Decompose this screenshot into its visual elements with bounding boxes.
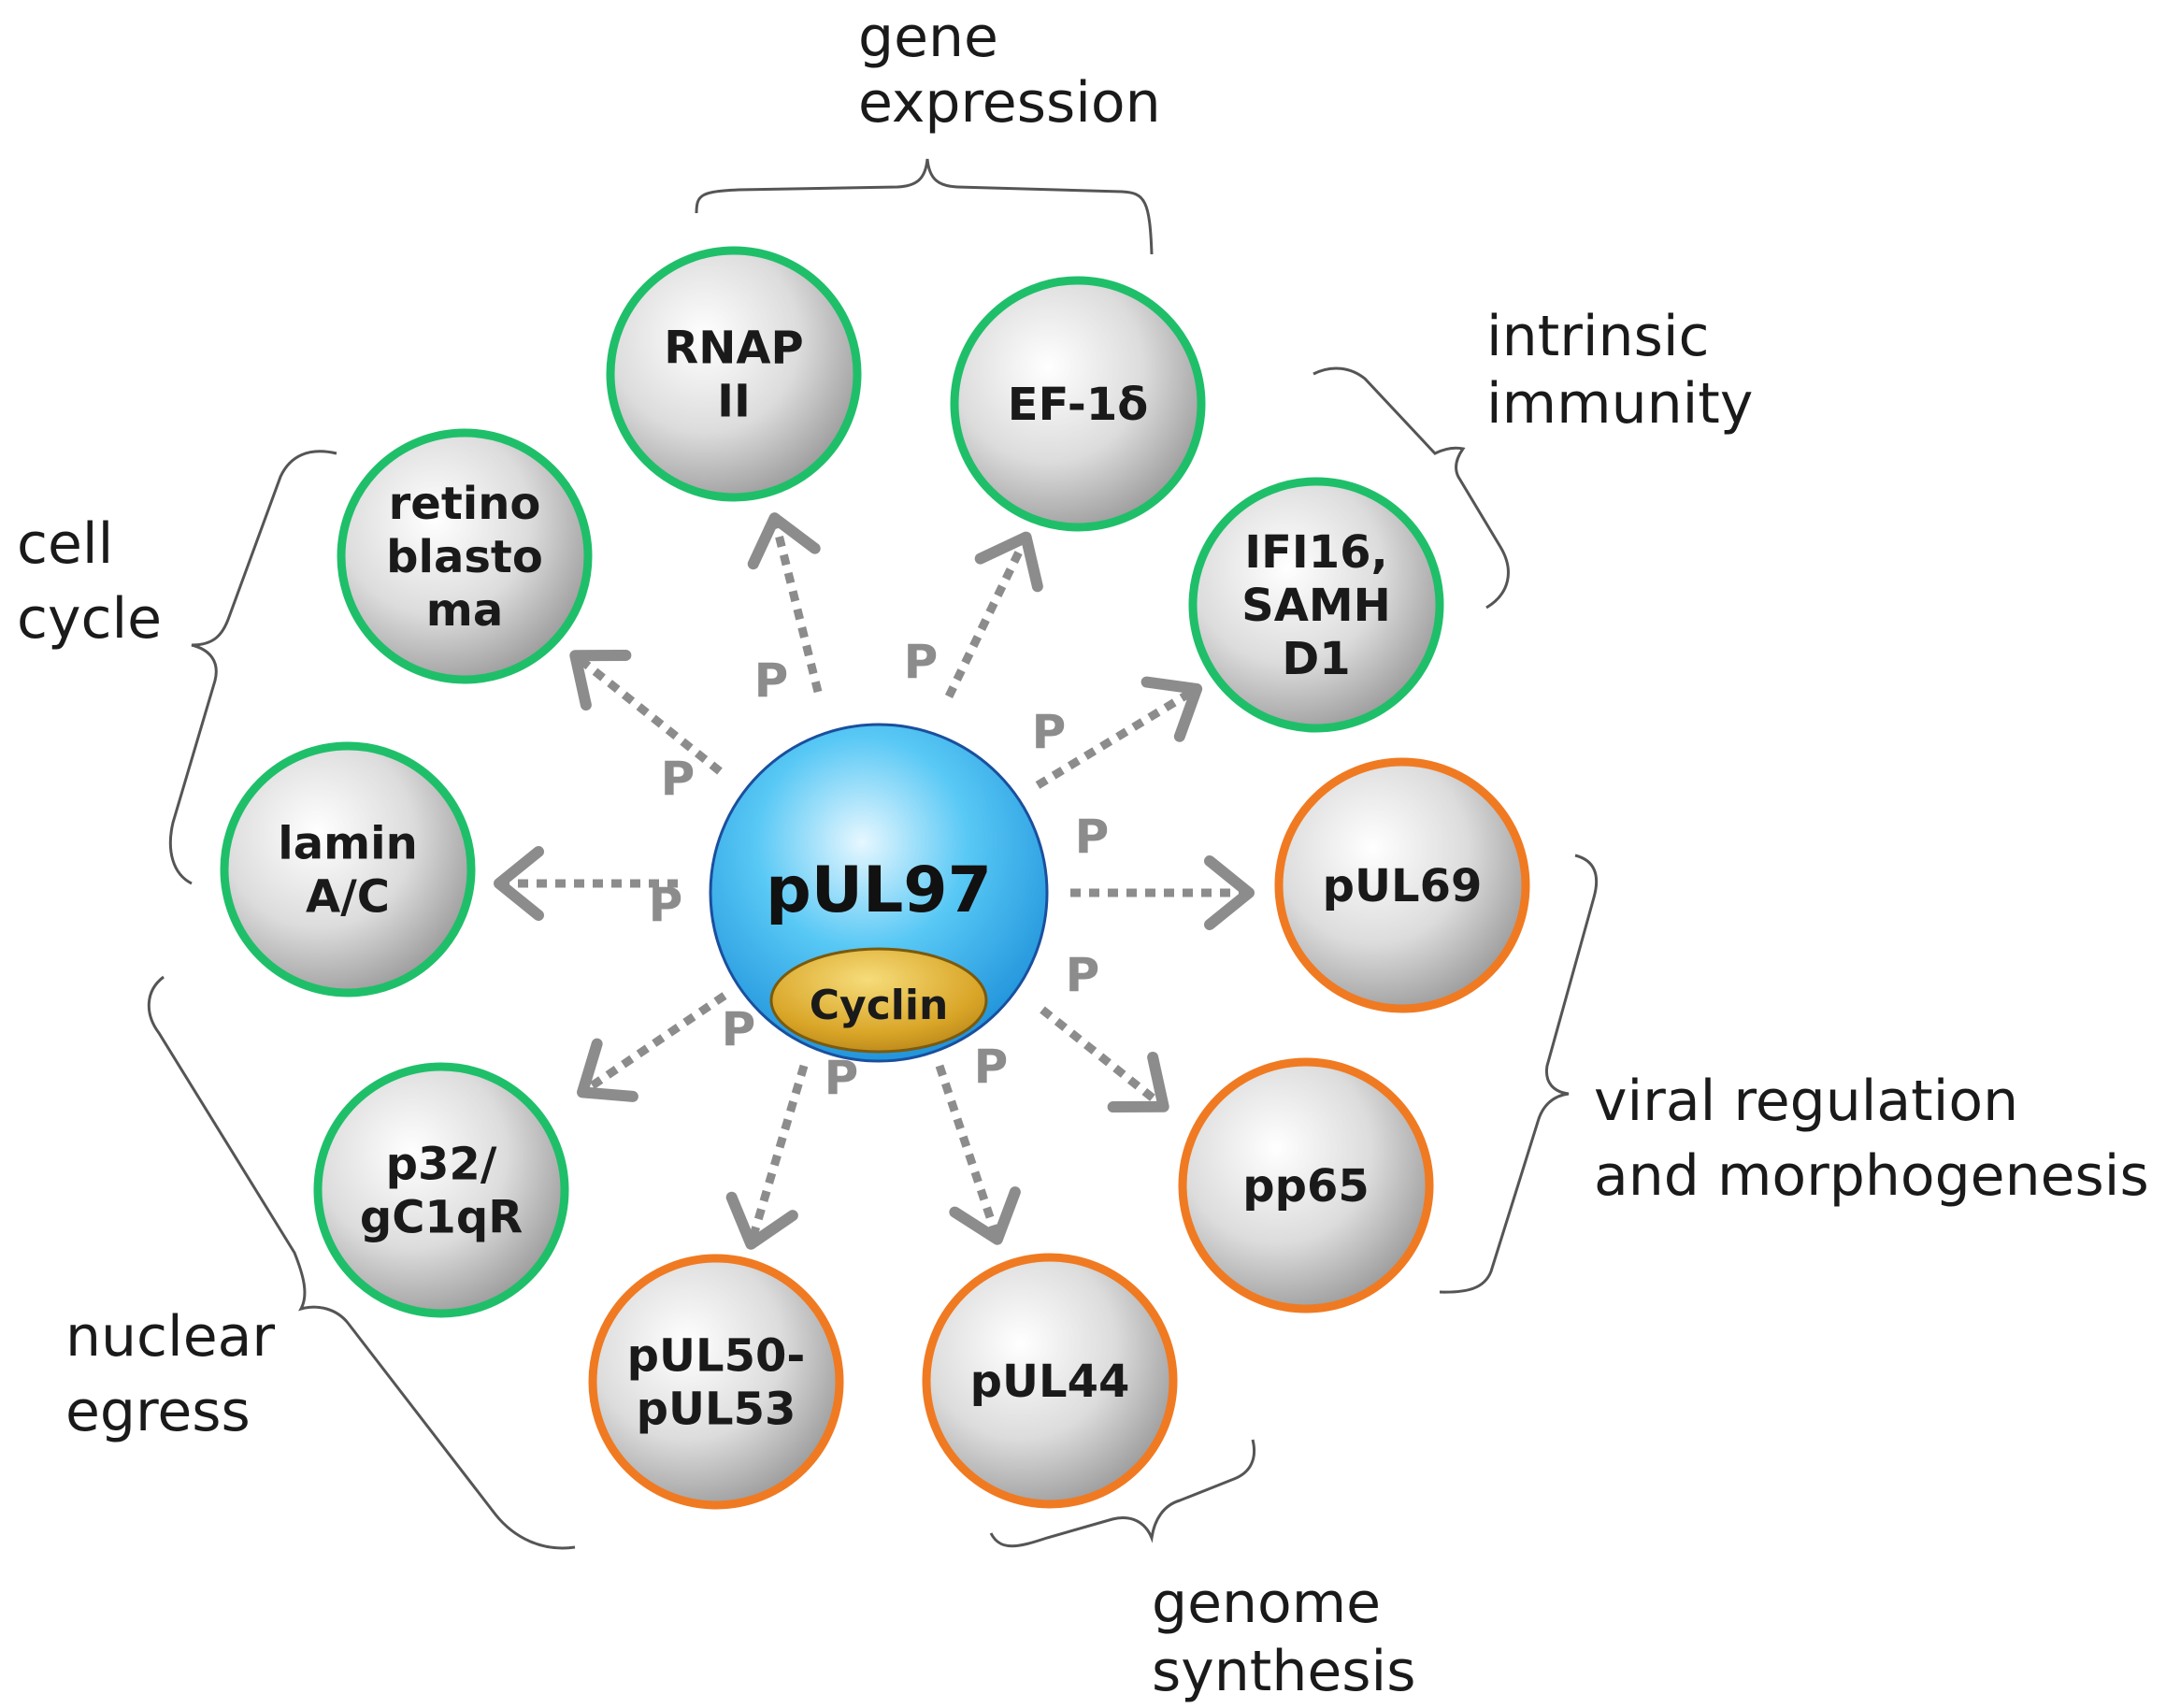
brace-viral-regulation — [1439, 854, 1599, 1294]
substrate-node-pul44: pUL44 — [922, 1253, 1178, 1509]
group-label-cell-cycle: cell cycle — [17, 511, 162, 652]
phospho-label-pp65: P — [1066, 948, 1100, 1002]
substrate-node-pul69: pUL69 — [1274, 757, 1530, 1013]
substrate-label-p32-gc1qr: p32/gC1qR — [360, 1139, 523, 1244]
arrow-head-lamina-c — [494, 846, 544, 921]
group-labels: gene expression intrinsic immunity viral… — [17, 5, 2149, 1704]
phospho-label-ifi16-samhd1: P — [1032, 705, 1067, 759]
substrate-label-pul50-pul53: pUL50-pUL53 — [627, 1330, 806, 1436]
brace-intrinsic-immunity — [1313, 366, 1510, 610]
group-label-nuclear-egress: nuclear egress — [65, 1304, 293, 1444]
phospho-label-retinoblastoma: P — [661, 752, 696, 806]
substrate-circle-pul69 — [1274, 757, 1530, 1013]
group-label-genome-synthesis: genome synthesis — [1152, 1571, 1415, 1704]
phospho-label-rnapii: P — [754, 653, 789, 708]
arrow-head-retinoblastoma — [569, 649, 632, 711]
brace-nuclear-egress — [147, 975, 576, 1550]
arrow-shaft-ef-1- — [944, 540, 1028, 698]
brace-genome-synthesis — [989, 1439, 1256, 1548]
phospho-label-pul69: P — [1075, 810, 1110, 864]
phosphorylation-arrows — [494, 512, 1255, 1250]
substrate-node-p32-gc1qr: p32/gC1qR — [313, 1062, 569, 1318]
arrow-head-ifi16-samhd1 — [1140, 676, 1203, 742]
brace-gene-expression — [695, 158, 1154, 255]
arrow-head-pul69 — [1204, 855, 1255, 930]
phospho-label-lamina-c: P — [649, 878, 683, 932]
phospho-label-pul44: P — [974, 1040, 1009, 1094]
arrow-shaft-ifi16-samhd1 — [1035, 688, 1195, 789]
group-label-viral-regulation: viral regulation and morphogenesis — [1594, 1069, 2149, 1209]
arrow-head-p32-gc1qr — [577, 1038, 638, 1102]
substrate-label-pul69: pUL69 — [1323, 860, 1483, 912]
substrate-circle-pul44 — [922, 1253, 1178, 1509]
arrow-head-ef-1- — [974, 531, 1043, 593]
arrow-head-rnapii — [747, 512, 821, 570]
phospho-label-p32-gc1qr: P — [722, 1002, 756, 1056]
cyclin-label: Cyclin — [810, 982, 949, 1029]
group-label-intrinsic-immunity: intrinsic immunity — [1486, 304, 1753, 437]
substrate-circle-retinoblastoma — [337, 428, 593, 684]
brace-cell-cycle — [168, 450, 337, 885]
phospho-label-ef-1-: P — [904, 635, 939, 689]
substrate-circle-ef-1- — [950, 276, 1206, 532]
arrow-head-pul50-pul53 — [725, 1191, 798, 1250]
group-braces — [147, 158, 1599, 1550]
group-label-gene-expression: gene expression — [858, 5, 1161, 136]
arrow-shaft-pul50-pul53 — [748, 1064, 809, 1241]
substrate-circle-pul50-pul53 — [588, 1254, 844, 1510]
arrow-shaft-retinoblastoma — [577, 655, 723, 775]
substrate-node-ef-1-: EF-1δ — [950, 276, 1206, 532]
substrate-circle-ifi16-samhd1 — [1188, 477, 1444, 733]
arrow-shaft-rnapii — [771, 522, 823, 694]
substrate-node-pul50-pul53: pUL50-pUL53 — [588, 1254, 844, 1510]
center-label: pUL97 — [766, 854, 992, 927]
arrow-shaft-p32-gc1qr — [584, 992, 727, 1093]
substrate-circle-lamina-c — [220, 741, 476, 998]
substrate-label-pul44: pUL44 — [970, 1356, 1130, 1408]
substrate-circle-pp65 — [1178, 1057, 1434, 1313]
substrate-label-ef-1-: EF-1δ — [1008, 379, 1148, 431]
arrow-head-pul44 — [949, 1186, 1021, 1245]
substrate-circle-rnapii — [606, 246, 862, 502]
substrate-circle-p32-gc1qr — [313, 1062, 569, 1318]
cyclin-ellipse — [769, 947, 988, 1054]
arrow-shaft-pp65 — [1040, 1006, 1162, 1107]
center-kinase: pUL97 Cyclin — [709, 723, 1049, 1063]
substrate-label-pp65: pp65 — [1242, 1160, 1370, 1213]
substrate-node-pp65: pp65 — [1178, 1057, 1434, 1313]
arrow-head-pp65 — [1107, 1051, 1169, 1113]
